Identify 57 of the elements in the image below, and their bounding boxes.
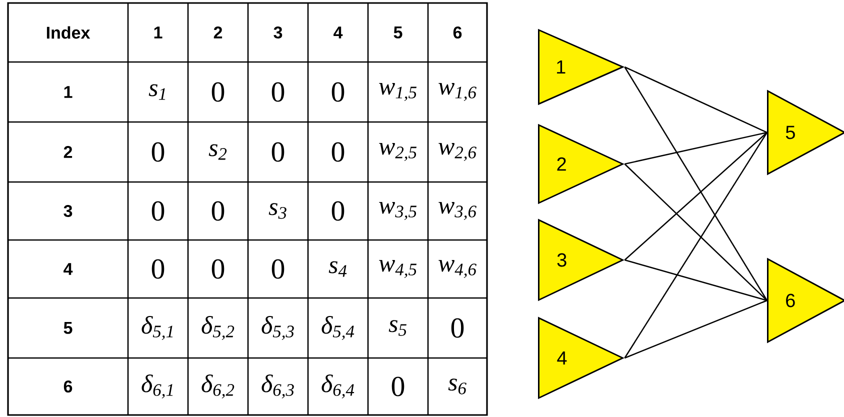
connector-line [624,259,768,302]
table-cell: 0 [152,201,164,221]
table-cell: w$_{2,6}$ [438,143,476,161]
table-cell: δ$_{6,3}$ [262,374,294,398]
header-cell: 1 [154,26,162,38]
table-cell: w$_{4,5}$ [379,260,417,278]
table-cell: 0 [332,142,344,162]
table-cell: 0 [392,376,404,396]
table-cell: s$_{5}$ [388,320,406,336]
connector-line [624,132,768,165]
connector-line [624,66,768,134]
table-cell: w$_{3,6}$ [438,202,476,220]
table-cell: 0 [272,259,284,279]
header-cell: 5 [394,26,402,38]
row-header-cell: 2 [64,146,72,158]
table-cell: δ$_{5,1}$ [142,316,173,340]
row-header-cell: 6 [64,380,72,393]
row-header-cell: 1 [64,86,72,98]
table-cell: 0 [272,142,284,162]
connector-line [624,164,768,301]
table-cell: 0 [332,82,344,102]
connector-line [624,132,768,358]
table-cell: s$_{4}$ [328,261,347,277]
table-cell: δ$_{5,3}$ [262,316,294,340]
table-cell: s$_{1}$ [148,84,166,100]
connector-line [624,300,768,359]
connector-line [624,66,768,301]
table-cell: 0 [272,82,284,102]
header-cell: 2 [214,26,222,38]
table-cell: 0 [152,259,164,279]
connector-line [624,132,768,260]
table-cell: 0 [332,201,344,221]
table-cell: w$_{3,5}$ [379,202,417,220]
table-cell: 0 [152,142,164,162]
table-cell: δ$_{6,4}$ [322,374,354,398]
table-cell: 0 [212,82,224,102]
table-cell: s$_{2}$ [208,144,227,160]
table-cell: w$_{2,5}$ [379,143,417,161]
table-cell: 0 [212,201,224,221]
table-cell: w$_{1,6}$ [438,83,476,101]
table-cell: w$_{4,6}$ [438,260,476,278]
table-cell: δ$_{6,1}$ [142,374,173,398]
header-cell: 6 [453,26,462,39]
table-cell: s$_{3}$ [268,203,286,219]
table-cell: 0 [451,318,464,338]
table-cell: 0 [212,259,224,279]
row-header-cell: 4 [64,263,73,275]
table-cell: δ$_{5,2}$ [202,316,234,340]
header-cell: 3 [274,26,282,39]
table-cell: δ$_{6,2}$ [202,374,234,398]
table-cell: δ$_{5,4}$ [322,316,354,340]
header-cell: 4 [334,26,343,38]
header-cell: Index [46,26,90,39]
table-cell: s$_{6}$ [448,378,466,394]
row-header-cell: 5 [64,322,72,334]
row-header-cell: 3 [64,204,72,218]
table-cell: w$_{1,5}$ [379,83,417,101]
